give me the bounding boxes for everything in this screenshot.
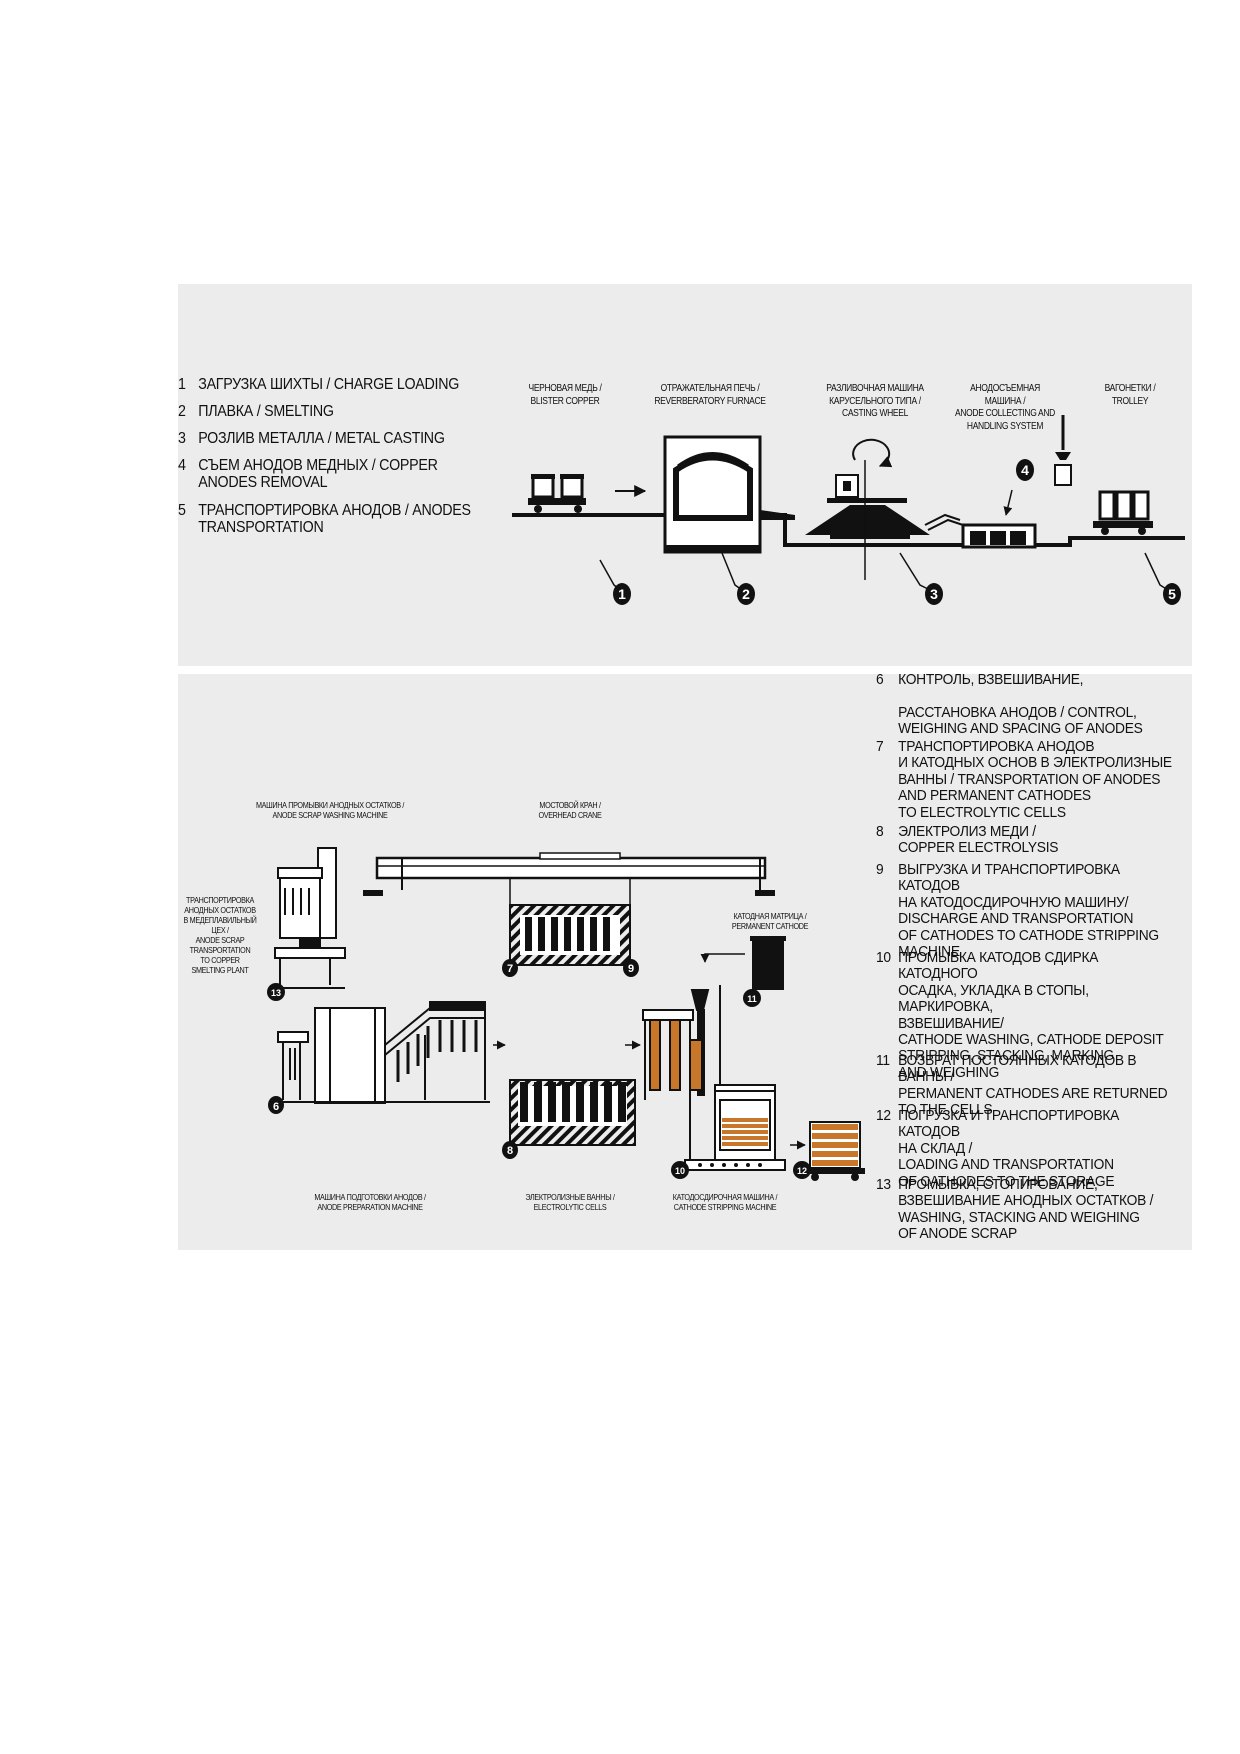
badge-7: 7 — [502, 959, 518, 977]
blister-copper-cart — [528, 474, 586, 513]
badge-4: 4 — [1016, 459, 1034, 481]
svg-text:9: 9 — [628, 963, 634, 975]
svg-text:7: 7 — [507, 963, 513, 975]
badge-6: 6 — [268, 1096, 284, 1114]
caption-anode-preparation: МАШИНА ПОДГОТОВКИ АНОДОВ / ANODE PREPARA… — [314, 1192, 426, 1212]
anode-preparation-machine — [270, 1001, 490, 1104]
caption-trolley: ВАГОНЕТКИ / TROLLEY — [1104, 383, 1156, 407]
badge-13: 13 — [267, 983, 285, 1001]
caption-anode-collecting: АНОДОСЪЕМНАЯ МАШИНА / ANODE COLLECTING A… — [955, 383, 1055, 432]
badge-12: 12 — [793, 1161, 811, 1179]
badge-5: 5 — [1163, 583, 1181, 605]
anode-scrap-washing-machine — [270, 847, 346, 989]
svg-text:6: 6 — [273, 1101, 279, 1113]
top-leader-lines — [599, 552, 1169, 591]
caption-scrap-transport: ТРАНСПОРТИРОВКА АНОДНЫХ ОСТАТКОВ В МЕДЕП… — [183, 895, 257, 975]
anode-collecting-machine — [961, 415, 1072, 549]
badge-9: 9 — [623, 959, 639, 977]
bottom-process-panel — [178, 674, 1192, 1250]
cathode-stripping-machine — [642, 985, 786, 1171]
svg-text:8: 8 — [507, 1145, 513, 1157]
svg-text:4: 4 — [1021, 462, 1029, 478]
badge-8: 8 — [502, 1141, 518, 1159]
caption-electrolytic-cells: ЭЛЕКТРОЛИЗНЫЕ ВАННЫ / ELECTROLYTIC CELLS — [525, 1192, 615, 1212]
badge-10: 10 — [671, 1161, 689, 1179]
permanent-cathode — [700, 936, 786, 990]
anode-frame-crane — [509, 904, 631, 966]
overhead-crane — [363, 852, 775, 905]
trolley — [1093, 490, 1153, 535]
svg-text:10: 10 — [675, 1166, 685, 1176]
svg-text:13: 13 — [271, 988, 281, 998]
svg-text:5: 5 — [1168, 586, 1176, 602]
badge-2: 2 — [737, 583, 755, 605]
caption-anode-scrap-washing: МАШИНА ПРОМЫВКИ АНОДНЫХ ОСТАТКОВ / ANODE… — [255, 800, 405, 820]
caption-overhead-crane: МОСТОВОЙ КРАН / OVERHEAD CRANE — [538, 800, 602, 820]
svg-text:1: 1 — [618, 586, 626, 602]
badge-1: 1 — [613, 583, 631, 605]
badge-3: 3 — [925, 583, 943, 605]
electrolytic-cells — [509, 1079, 636, 1146]
caption-cathode-stripping: КАТОДОСДИРОЧНАЯ МАШИНА / CATHODE STRIPPI… — [672, 1192, 778, 1212]
svg-text:12: 12 — [797, 1166, 807, 1176]
casting-wheel — [805, 438, 964, 580]
caption-casting-wheel: РАЗЛИВОЧНАЯ МАШИНА КАРУСЕЛЬНОГО ТИПА / C… — [826, 383, 924, 419]
caption-permanent-cathode: КАТОДНАЯ МАТРИЦА / PERMANENT CATHODE — [731, 911, 809, 931]
svg-text:11: 11 — [747, 994, 757, 1004]
svg-text:3: 3 — [930, 586, 938, 602]
caption-blister-copper: ЧЕРНОВАЯ МЕДЬ / BLISTER COPPER — [528, 383, 602, 407]
step-badges: 1 2 3 4 5 6 7 8 9 10 11 12 13 — [267, 459, 1181, 1179]
svg-text:2: 2 — [742, 586, 750, 602]
reverberatory-furnace — [663, 435, 795, 554]
cathode-stack-trolley — [790, 1121, 865, 1181]
badge-11: 11 — [743, 989, 761, 1007]
caption-reverberatory-furnace: ОТРАЖАТЕЛЬНАЯ ПЕЧЬ / REVERBERATORY FURNA… — [654, 383, 766, 407]
